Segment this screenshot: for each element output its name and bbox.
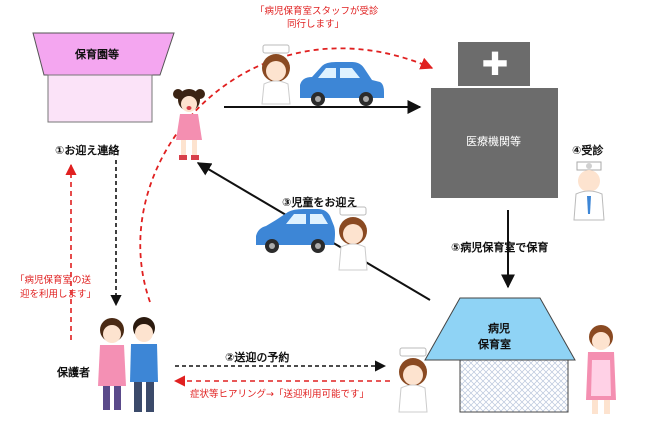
nursery-label: 保育園等: [75, 48, 119, 61]
nurse-middle-icon: [338, 206, 368, 271]
guardian-label: 保護者: [57, 366, 90, 379]
doctor-icon: [573, 161, 605, 221]
car-top-icon: [300, 62, 384, 106]
sick-room-label-line1: 病児: [488, 322, 510, 335]
nurse-top-icon: [261, 44, 291, 105]
note-left-line1: 「病児保育室の送: [15, 275, 92, 286]
note-staff-line1: 「病児保育室スタッフが受診: [255, 6, 379, 17]
car-middle-icon: [256, 209, 335, 253]
step-2-label: ②送迎の予約: [225, 351, 290, 364]
arrow-red-arc: [139, 47, 434, 303]
nursery-building: [32, 32, 175, 123]
step-4-label: ④受診: [572, 144, 604, 157]
father-icon: [130, 317, 158, 412]
note-staff-line2: 同行します」: [287, 19, 345, 30]
room-staff-icon: [586, 325, 616, 414]
sick-room-building: [424, 297, 576, 413]
note-left-line2: 迎を利用します」: [20, 289, 97, 300]
step-3-label: ③児童をお迎え: [282, 196, 358, 209]
sick-room-label-line2: 保育室: [478, 338, 511, 351]
mother-icon: [98, 318, 126, 410]
step-5-label: ⑤病児保育室で保育: [451, 241, 549, 254]
note-bottom: 症状等ヒアリング→「送迎利用可能です」: [190, 389, 369, 400]
hospital-label: 医療機関等: [466, 135, 521, 148]
hospital-building: [431, 42, 558, 198]
crying-child-icon: [173, 89, 205, 160]
hospital-cross-icon: ✚: [481, 45, 509, 83]
nurse-bottom-icon: [398, 347, 428, 413]
step-1-label: ①お迎え連絡: [55, 144, 120, 157]
